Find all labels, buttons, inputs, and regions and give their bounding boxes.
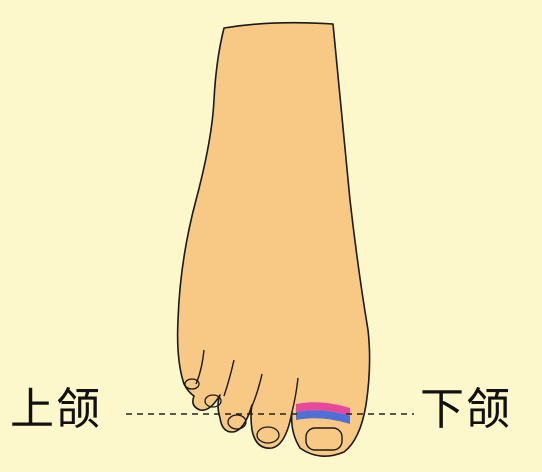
toe-crease-3 xyxy=(251,373,263,407)
toenail-third xyxy=(227,414,247,430)
upper-jaw-band xyxy=(296,402,350,416)
upper-jaw-label: 上颌 xyxy=(10,384,102,435)
foot-outline xyxy=(176,21,371,457)
toenail-little xyxy=(184,378,200,390)
lower-jaw-band xyxy=(296,410,350,424)
toenail-big xyxy=(305,427,343,451)
toe-crease-1 xyxy=(195,349,205,385)
toenail-fourth xyxy=(204,394,222,408)
toe-crease-4 xyxy=(291,377,299,413)
toe-crease-2 xyxy=(223,359,235,397)
toenail-second xyxy=(256,426,280,444)
lower-jaw-label: 下颌 xyxy=(420,384,512,435)
